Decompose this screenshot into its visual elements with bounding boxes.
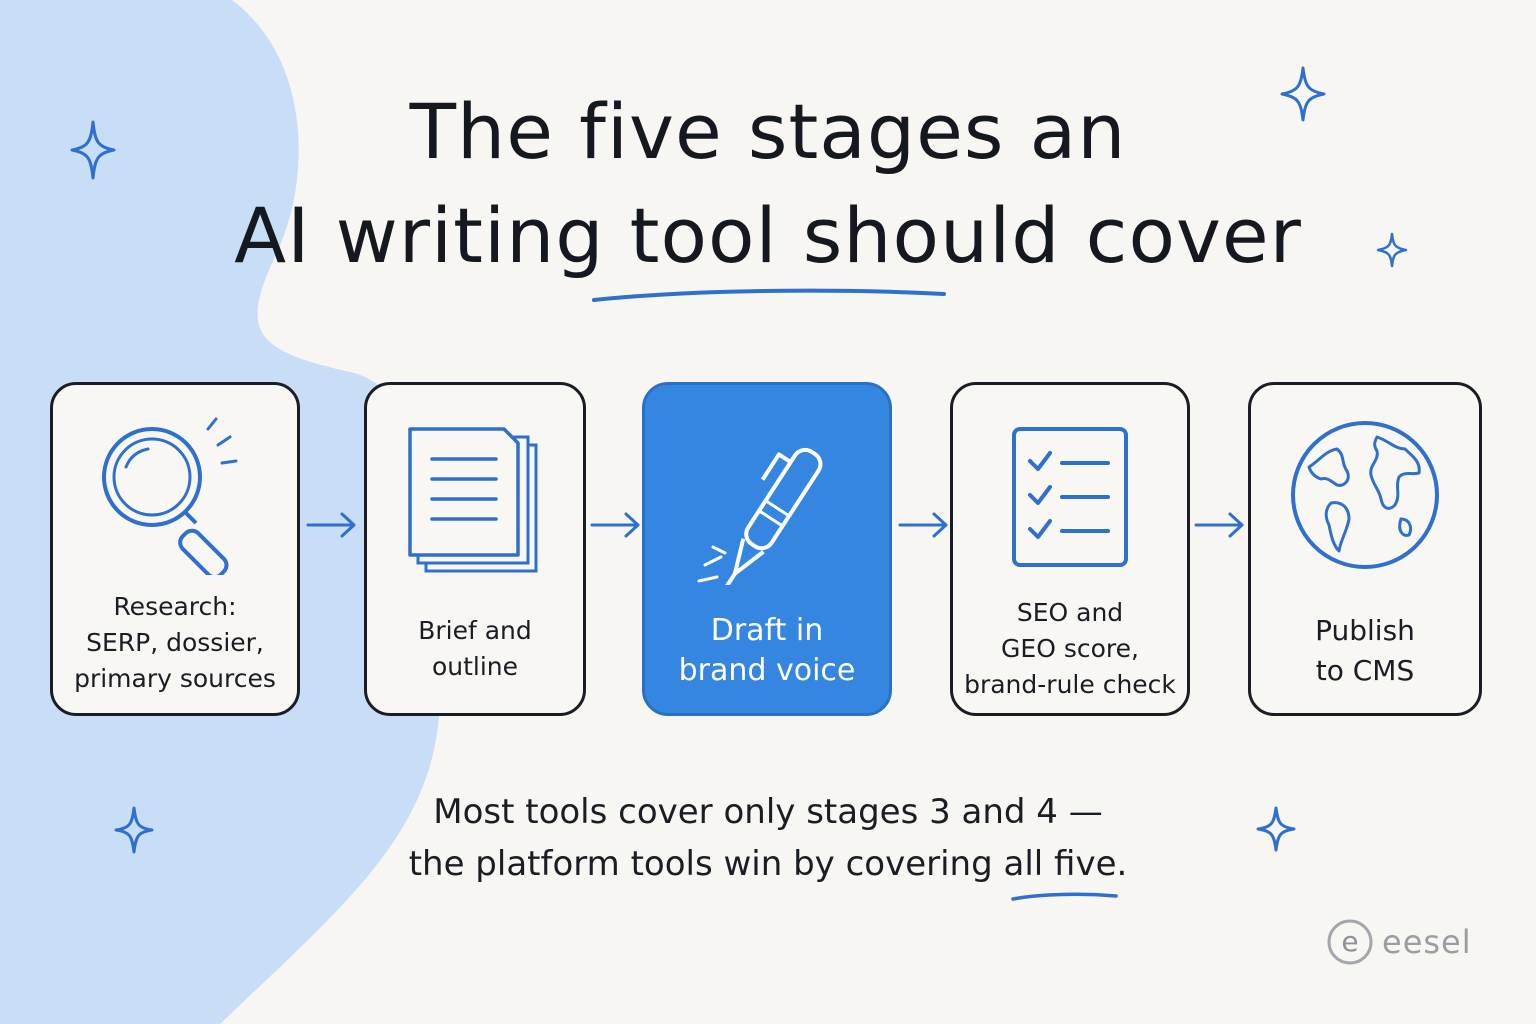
stage-label: Publish to CMS: [1315, 614, 1415, 687]
stage-brief-outline: Brief and outline: [364, 382, 586, 716]
brand-name: eesel: [1382, 923, 1472, 961]
stage-label: Brief and outline: [418, 616, 532, 681]
stage-label: Draft in brand voice: [678, 613, 856, 688]
emphasis-underline: [1011, 892, 1118, 901]
sparkle-icon: [1376, 232, 1408, 268]
arrow-right-icon: [590, 512, 640, 538]
eesel-logo-icon: e: [1327, 919, 1373, 965]
stage-seo-geo-check: SEO and GEO score, brand-rule check: [950, 382, 1190, 716]
sparkle-icon: [1280, 66, 1326, 122]
svg-text:e: e: [1341, 925, 1358, 958]
footnote: Most tools cover only stages 3 and 4 — t…: [0, 786, 1536, 890]
brand-logo: e eesel: [1326, 918, 1472, 966]
stage-label: Research: SERP, dossier, primary sources: [74, 592, 276, 693]
sparkle-icon: [114, 806, 154, 854]
footnote-line-2: the platform tools win by covering all f…: [408, 844, 1128, 884]
sparkle-icon: [70, 120, 116, 180]
title-underline: [592, 288, 946, 302]
stage-label: SEO and GEO score, brand-rule check: [964, 598, 1176, 699]
title-line-1: The five stages an: [409, 87, 1127, 176]
document-stack-icon: [408, 427, 538, 573]
stage-research: Research: SERP, dossier, primary sources: [50, 382, 300, 716]
checklist-icon: [1012, 427, 1128, 567]
pen-icon: [697, 447, 823, 585]
arrow-right-icon: [306, 512, 356, 538]
arrow-right-icon: [1194, 512, 1244, 538]
magnifying-glass-icon: [102, 417, 238, 575]
footnote-emphasis: all five: [1003, 844, 1117, 884]
globe-icon: [1291, 421, 1439, 569]
arrow-right-icon: [898, 512, 948, 538]
sparkle-icon: [1256, 806, 1296, 852]
stage-draft-brand-voice: Draft in brand voice: [642, 382, 892, 716]
title-line-2: AI writing tool should cover: [234, 191, 1302, 280]
page-title: The five stages an AI writing tool shoul…: [0, 80, 1536, 288]
footnote-line-1: Most tools cover only stages 3 and 4 —: [433, 792, 1103, 832]
stage-publish-cms: Publish to CMS: [1248, 382, 1482, 716]
